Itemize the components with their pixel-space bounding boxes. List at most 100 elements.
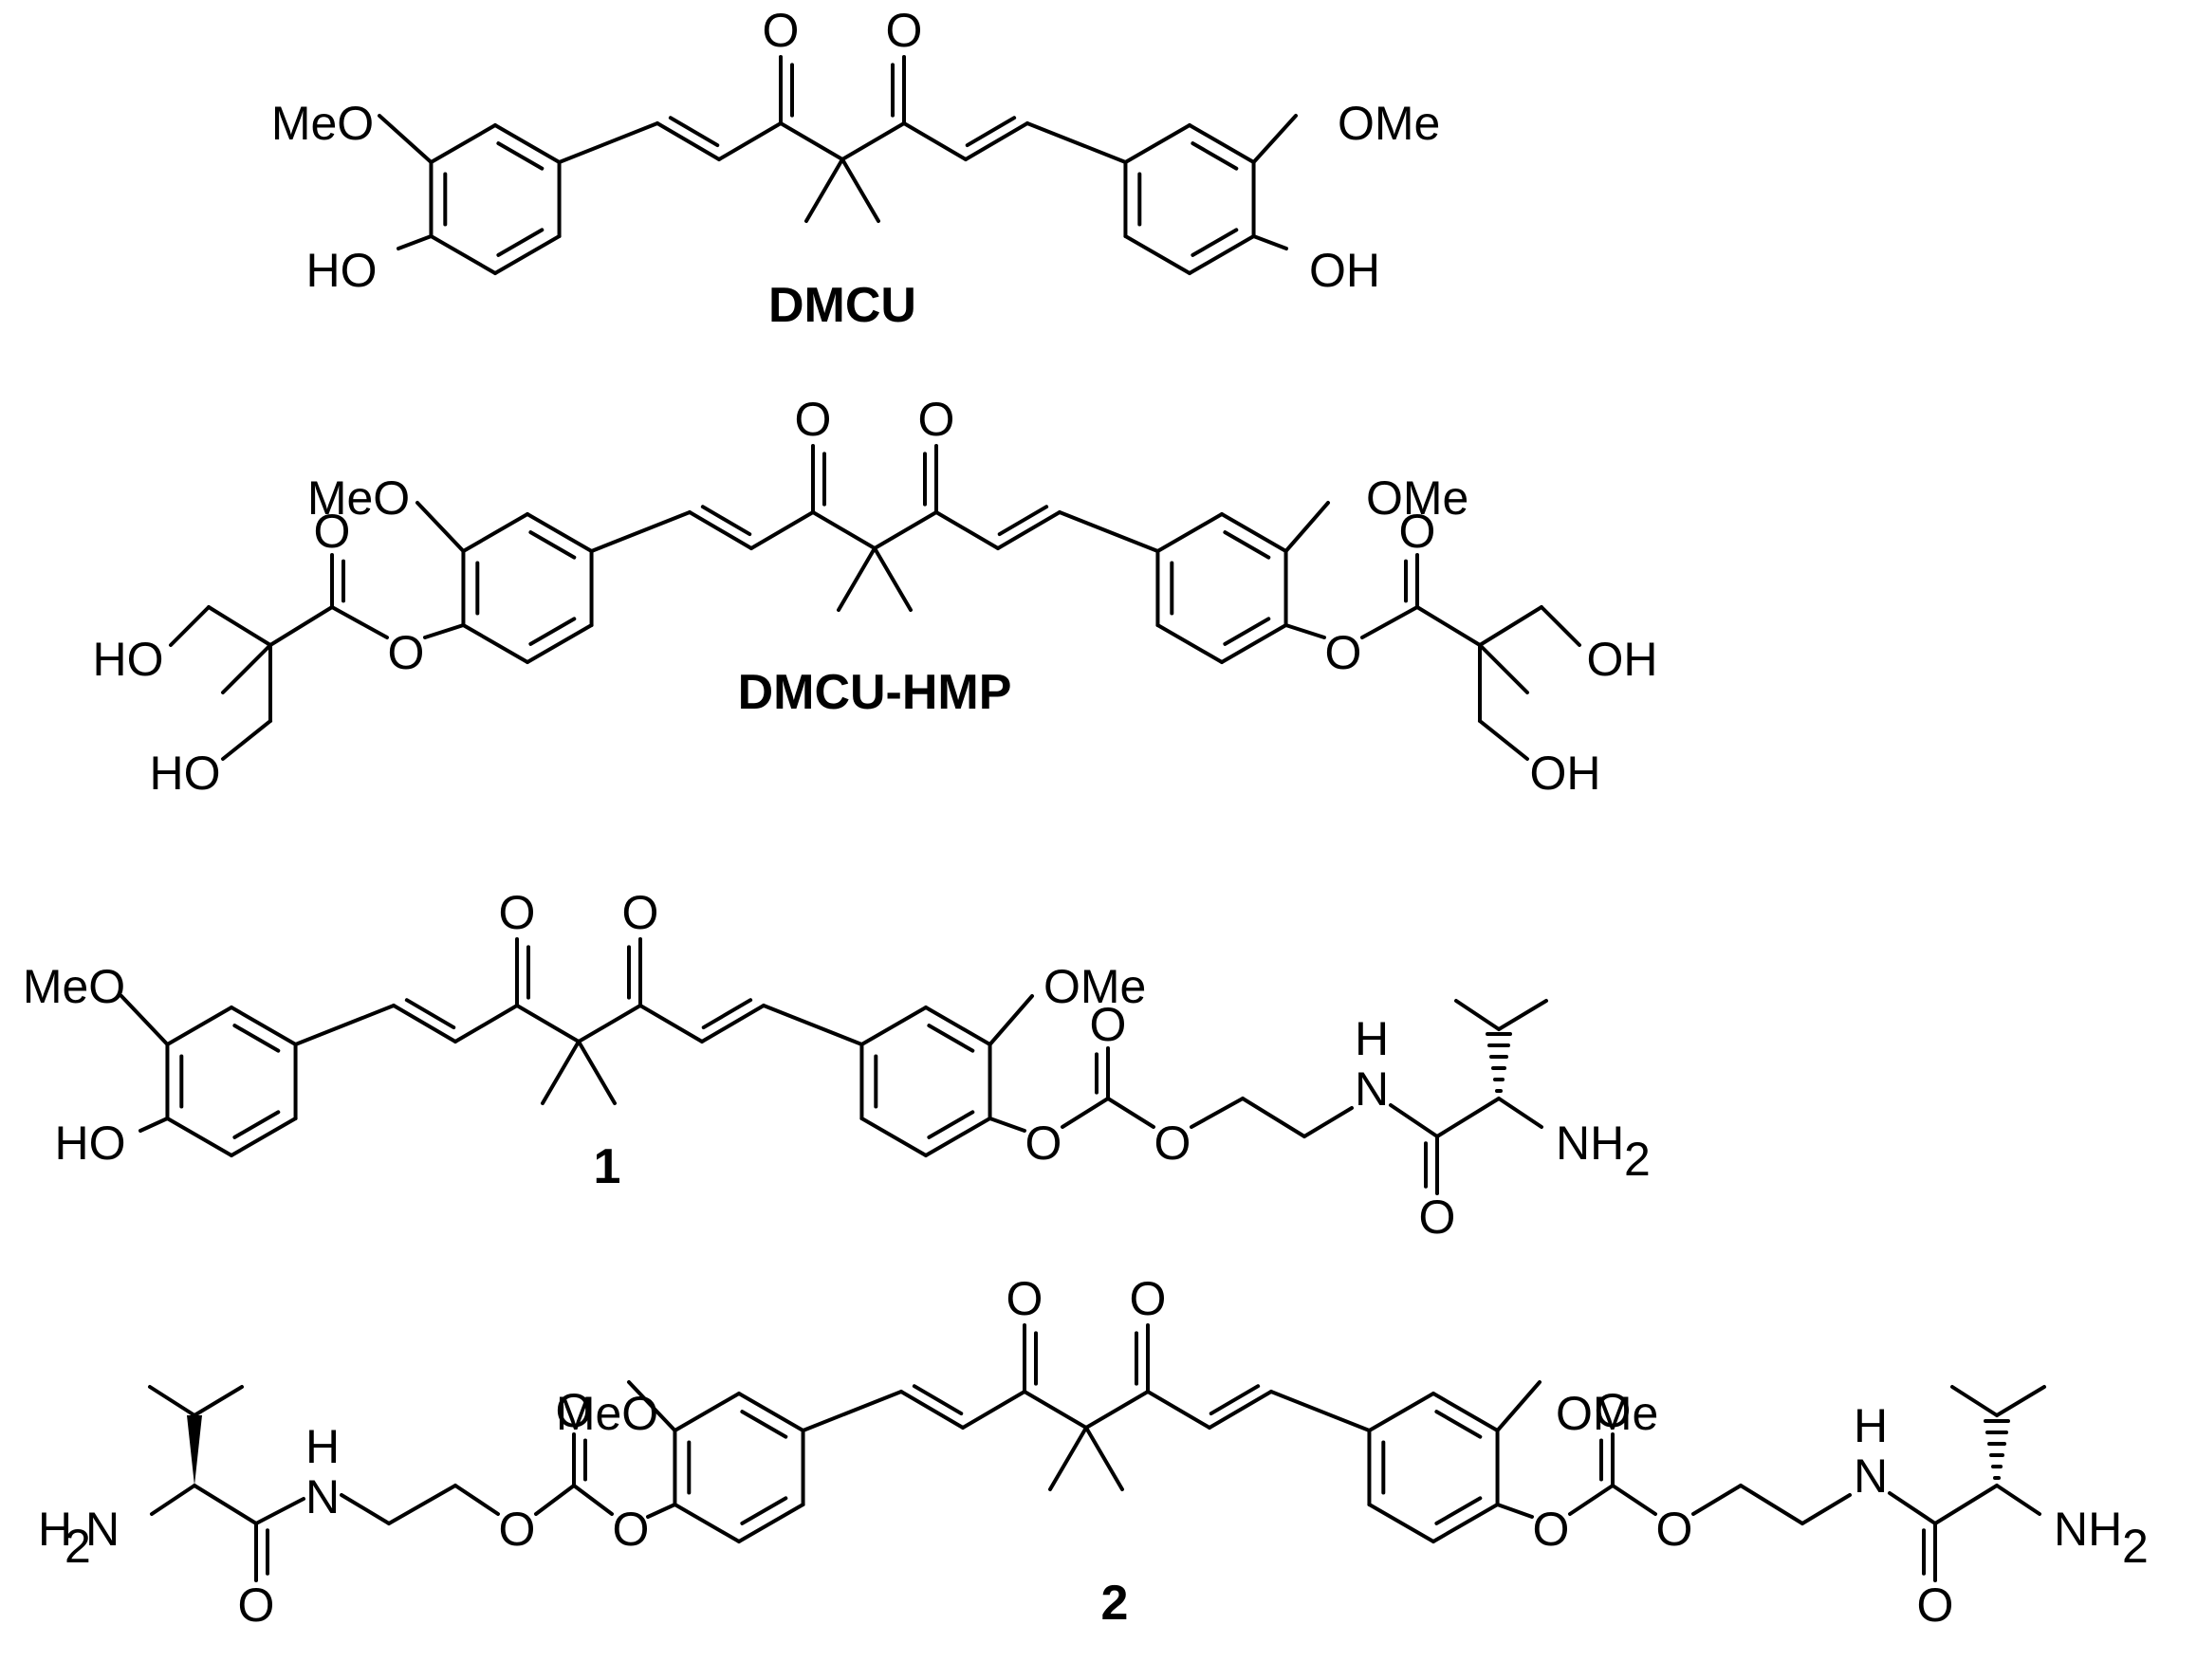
ring-bond xyxy=(859,1117,928,1157)
methoxy-group: OMe xyxy=(1338,97,1440,150)
bond xyxy=(1251,234,1288,250)
bond xyxy=(340,1493,391,1525)
ring-double-bond xyxy=(1223,617,1271,646)
bond xyxy=(779,121,844,161)
carbonyl-oxygen: O xyxy=(238,1578,275,1632)
ring-bond xyxy=(429,234,497,275)
solid-wedge xyxy=(187,1415,202,1486)
ring-bond xyxy=(1367,1503,1435,1543)
bond xyxy=(1283,501,1330,553)
ring-double-bond xyxy=(740,1496,788,1525)
bond xyxy=(387,1484,457,1525)
compound-label: 2 xyxy=(1101,1576,1129,1631)
ketone-oxygen: O xyxy=(1006,1272,1043,1325)
bond xyxy=(646,1503,677,1519)
ring-bond xyxy=(924,1006,992,1046)
bond xyxy=(1995,1484,2041,1516)
methoxy-group: MeO xyxy=(271,97,374,150)
bond xyxy=(1251,114,1298,164)
methyl-bond xyxy=(840,157,880,223)
methyl-bond xyxy=(1048,1426,1088,1491)
ring-bond xyxy=(1123,123,1191,164)
methoxy-group: OMe xyxy=(1556,1387,1658,1440)
hydroxyl-group: OH xyxy=(1587,633,1658,686)
methyl-bond xyxy=(577,1040,617,1105)
methyl-bond xyxy=(221,643,272,694)
bond xyxy=(801,1390,903,1432)
amine-group: H xyxy=(38,1503,72,1556)
methyl-bond xyxy=(541,1040,581,1105)
alkene-bond xyxy=(1208,1390,1273,1430)
bond xyxy=(811,510,877,550)
alkene-bond xyxy=(392,1004,457,1043)
bond xyxy=(453,1004,519,1043)
carbonate-oxygen: O xyxy=(499,1503,536,1556)
bond xyxy=(1435,1097,1501,1138)
bond xyxy=(221,719,272,761)
ring-bond xyxy=(673,1503,741,1543)
bond xyxy=(638,1004,704,1043)
carbonyl-oxygen: O xyxy=(1419,1191,1456,1244)
hydroxyl-group: OH xyxy=(1530,747,1601,800)
double-bond-inner xyxy=(700,505,752,537)
bond xyxy=(378,114,434,164)
ring-bond xyxy=(429,123,497,164)
ring-double-bond xyxy=(1434,1410,1483,1439)
methyl-bond xyxy=(1084,1426,1124,1491)
bond xyxy=(207,605,272,647)
carbonyl-oxygen: O xyxy=(314,505,351,558)
ring-bond xyxy=(526,623,594,664)
ring-bond xyxy=(230,1117,298,1157)
isopropyl-bond xyxy=(1497,999,1548,1031)
ketone-oxygen: O xyxy=(499,886,536,939)
amide-hydrogen: H xyxy=(1355,1012,1389,1065)
ring-bond xyxy=(1431,1503,1500,1543)
carbonyl-oxygen: O xyxy=(1595,1384,1632,1437)
ring-double-bond xyxy=(528,530,577,560)
carbonate-oxygen: O xyxy=(613,1503,650,1556)
bond xyxy=(1241,1097,1306,1138)
double-bond-inner xyxy=(404,998,456,1030)
carbonate-oxygen: O xyxy=(1025,1117,1062,1170)
bond xyxy=(515,1004,581,1043)
bond xyxy=(330,605,389,639)
bond xyxy=(169,605,211,647)
bond xyxy=(268,605,334,647)
hydroxyl-group: OH xyxy=(1309,244,1380,297)
ketone-oxygen: O xyxy=(622,886,659,939)
bond xyxy=(1146,1390,1211,1430)
double-bond-inner xyxy=(997,505,1049,537)
ring-bond xyxy=(924,1117,992,1157)
ring-bond xyxy=(1155,512,1224,553)
alkene-bond xyxy=(996,510,1062,550)
double-bond-inner xyxy=(701,998,753,1030)
ring-double-bond xyxy=(232,1110,281,1139)
methyl-bond xyxy=(873,546,913,612)
ring-bond xyxy=(1123,234,1191,275)
bond xyxy=(1023,1390,1088,1430)
bond xyxy=(138,1117,170,1133)
alkene-bond xyxy=(899,1390,965,1430)
bond xyxy=(1084,1390,1150,1430)
carbonate-oxygen: O xyxy=(1533,1503,1570,1556)
alkene-bond xyxy=(964,121,1029,161)
bond xyxy=(1888,1491,1937,1525)
carbonyl-oxygen: O xyxy=(1090,998,1127,1051)
alkene-bond xyxy=(700,1004,766,1043)
methoxy-group: MeO xyxy=(556,1387,658,1440)
bond xyxy=(1739,1484,1804,1525)
isopropyl-bond xyxy=(148,1385,196,1417)
isopropyl-bond xyxy=(1454,999,1501,1031)
bond xyxy=(193,1484,258,1525)
bond xyxy=(572,1484,614,1516)
bond xyxy=(749,510,815,550)
bond xyxy=(961,1390,1026,1430)
amine-group: NH xyxy=(2054,1503,2122,1556)
double-bond-inner xyxy=(668,116,720,148)
bond xyxy=(1478,719,1529,761)
amide-hydrogen: H xyxy=(1854,1399,1888,1452)
